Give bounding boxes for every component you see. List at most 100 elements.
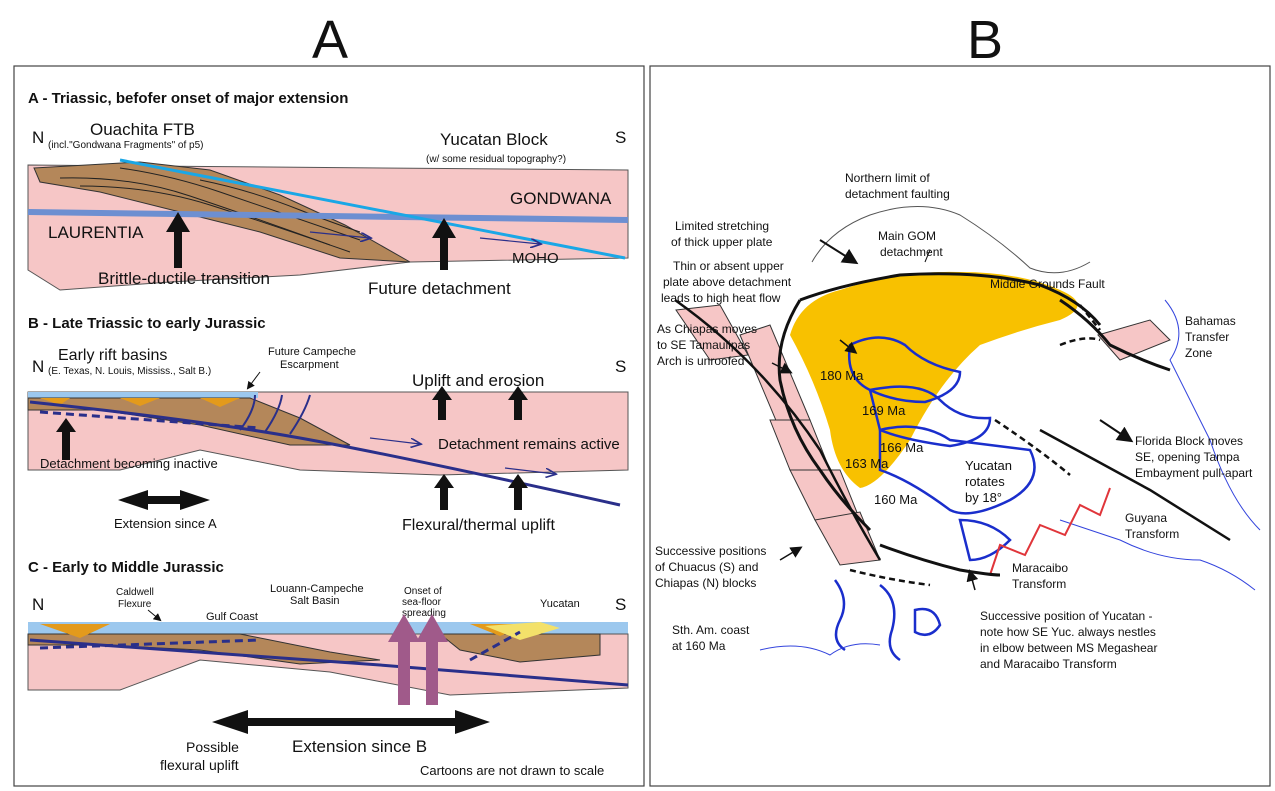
north-label: N [32, 128, 44, 147]
chiapas-block [770, 420, 830, 470]
yucatan-block-title: Yucatan Block [440, 130, 548, 149]
main-gom-label: Main GOM [878, 229, 936, 243]
leader-line [248, 372, 260, 388]
onset-label: sea-floor [402, 597, 442, 608]
double-arrow-icon [212, 710, 490, 734]
bahamas-block [1098, 320, 1170, 360]
age-label-180: 180 Ma [820, 368, 864, 383]
yucatan-south-fault [880, 545, 1000, 575]
yucatan-block-note: (w/ some residual topography?) [426, 154, 566, 165]
onset-label: spreading [402, 608, 446, 619]
north-label: N [32, 595, 44, 614]
chiapas-label: Arch is unroofed [657, 354, 744, 368]
caldwell-label: Caldwell [116, 587, 154, 598]
yucatan-position-label: in elbow between MS Megashear [980, 641, 1157, 655]
onset-label: Onset of [404, 586, 442, 597]
guyana-label: Transform [1125, 527, 1179, 541]
louann-label: Salt Basin [290, 595, 340, 607]
up-arrow-icon [434, 474, 454, 510]
yucatan-rotates-label: rotates [965, 474, 1005, 489]
uplift-erosion-label: Uplift and erosion [412, 371, 544, 390]
yucatan-position-label: and Maracaibo Transform [980, 657, 1117, 671]
transfer-fault [1060, 338, 1100, 345]
sth-am-coast-outline [835, 580, 845, 650]
gondwana-label: GONDWANA [510, 189, 612, 208]
successive-positions-label: Chiapas (N) blocks [655, 576, 756, 590]
future-detachment-label: Future detachment [368, 279, 511, 298]
rift-basins-title: Early rift basins [58, 347, 167, 364]
ouachita-note: (incl."Gondwana Fragments" of p5) [48, 140, 204, 151]
chiapas-label: As Chiapas moves [657, 322, 757, 336]
yucatan-rotates-label: Yucatan [965, 458, 1012, 473]
age-label-163: 163 Ma [845, 456, 889, 471]
up-arrow-icon [508, 474, 528, 510]
section-a: A - Triassic, befofer onset of major ext… [28, 90, 628, 298]
sth-am-coast-outline [880, 585, 900, 660]
northern-limit-label: Northern limit of [845, 171, 930, 185]
panel-a-letter: A [312, 10, 348, 70]
chiapas-block [815, 512, 880, 565]
sth-am-coast-outline [915, 609, 940, 635]
yucatan-south-dashed [850, 570, 930, 585]
yucatan-label: Yucatan [540, 598, 580, 610]
maracaibo-label: Transform [1012, 577, 1066, 591]
leader-arrow [970, 572, 975, 590]
panel-b-frame [650, 66, 1270, 786]
age-label-166: 166 Ma [880, 440, 924, 455]
possible-uplift-label: flexural uplift [160, 757, 239, 773]
sth-am-label: Sth. Am. coast [672, 623, 750, 637]
moho-label: MOHO [512, 250, 559, 267]
limited-stretching-label: Limited stretching [675, 219, 769, 233]
north-label: N [32, 357, 44, 376]
brittle-ductile-label: Brittle-ductile transition [98, 269, 270, 288]
limited-stretching-label: of thick upper plate [671, 235, 773, 249]
water-strip [28, 392, 258, 398]
gulf-coast-label: Gulf Coast [206, 611, 258, 623]
thin-plate-label: plate above detachment [663, 275, 792, 289]
leader-line [148, 610, 160, 620]
panel-b: B [650, 10, 1270, 786]
future-campeche-label: Future Campeche [268, 346, 356, 358]
yucatan-rotates-label: by 18° [965, 490, 1002, 505]
bahamas-label: Bahamas [1185, 314, 1236, 328]
south-label: S [615, 128, 626, 147]
successive-positions-label: Successive positions [655, 544, 766, 558]
south-label: S [615, 595, 626, 614]
yucatan-position-label: note how SE Yuc. always nestles [980, 625, 1156, 639]
section-a-heading: A - Triassic, befofer onset of major ext… [28, 90, 348, 107]
age-label-160: 160 Ma [874, 492, 918, 507]
florida-label: Florida Block moves [1135, 434, 1243, 448]
bahamas-label: Transfer [1185, 330, 1229, 344]
ouachita-title: Ouachita FTB [90, 120, 195, 139]
leader-arrow [780, 548, 800, 560]
laurentia-label: LAURENTIA [48, 223, 144, 242]
florida-label: SE, opening Tampa [1135, 450, 1240, 464]
extension-since-b-label: Extension since B [292, 737, 427, 756]
not-to-scale-note: Cartoons are not drawn to scale [420, 763, 604, 778]
guyana-label: Guyana [1125, 511, 1167, 525]
yucatan-outline-163 [960, 520, 1010, 560]
louann-label: Louann-Campeche [270, 583, 364, 595]
section-b: B - Late Triassic to early Jurassic N S … [28, 315, 628, 534]
detachment-active-label: Detachment remains active [438, 436, 620, 453]
rift-basins-note: (E. Texas, N. Louis, Mississ., Salt B.) [48, 366, 211, 377]
south-label: S [615, 357, 626, 376]
section-b-heading: B - Late Triassic to early Jurassic [28, 315, 266, 332]
possible-uplift-label: Possible [186, 739, 239, 755]
flexural-thermal-label: Flexural/thermal uplift [402, 517, 556, 534]
extension-since-a-label: Extension since A [114, 516, 217, 531]
maracaibo-label: Maracaibo [1012, 561, 1068, 575]
future-campeche-label: Escarpment [280, 359, 339, 371]
successive-positions-label: of Chuacus (S) and [655, 560, 758, 574]
middle-grounds-label: Middle Grounds Fault [990, 277, 1105, 291]
bahamas-label: Zone [1185, 346, 1213, 360]
section-c-heading: C - Early to Middle Jurassic [28, 559, 224, 576]
section-c: C - Early to Middle Jurassic N S Caldwel… [28, 559, 628, 778]
sth-am-coast-line [760, 644, 880, 655]
yucatan-position-label: Successive position of Yucatan - [980, 609, 1153, 623]
leader-arrow [1100, 420, 1130, 440]
northern-limit-line [812, 207, 1090, 273]
age-label-169: 169 Ma [862, 403, 906, 418]
panel-b-letter: B [967, 10, 1003, 70]
